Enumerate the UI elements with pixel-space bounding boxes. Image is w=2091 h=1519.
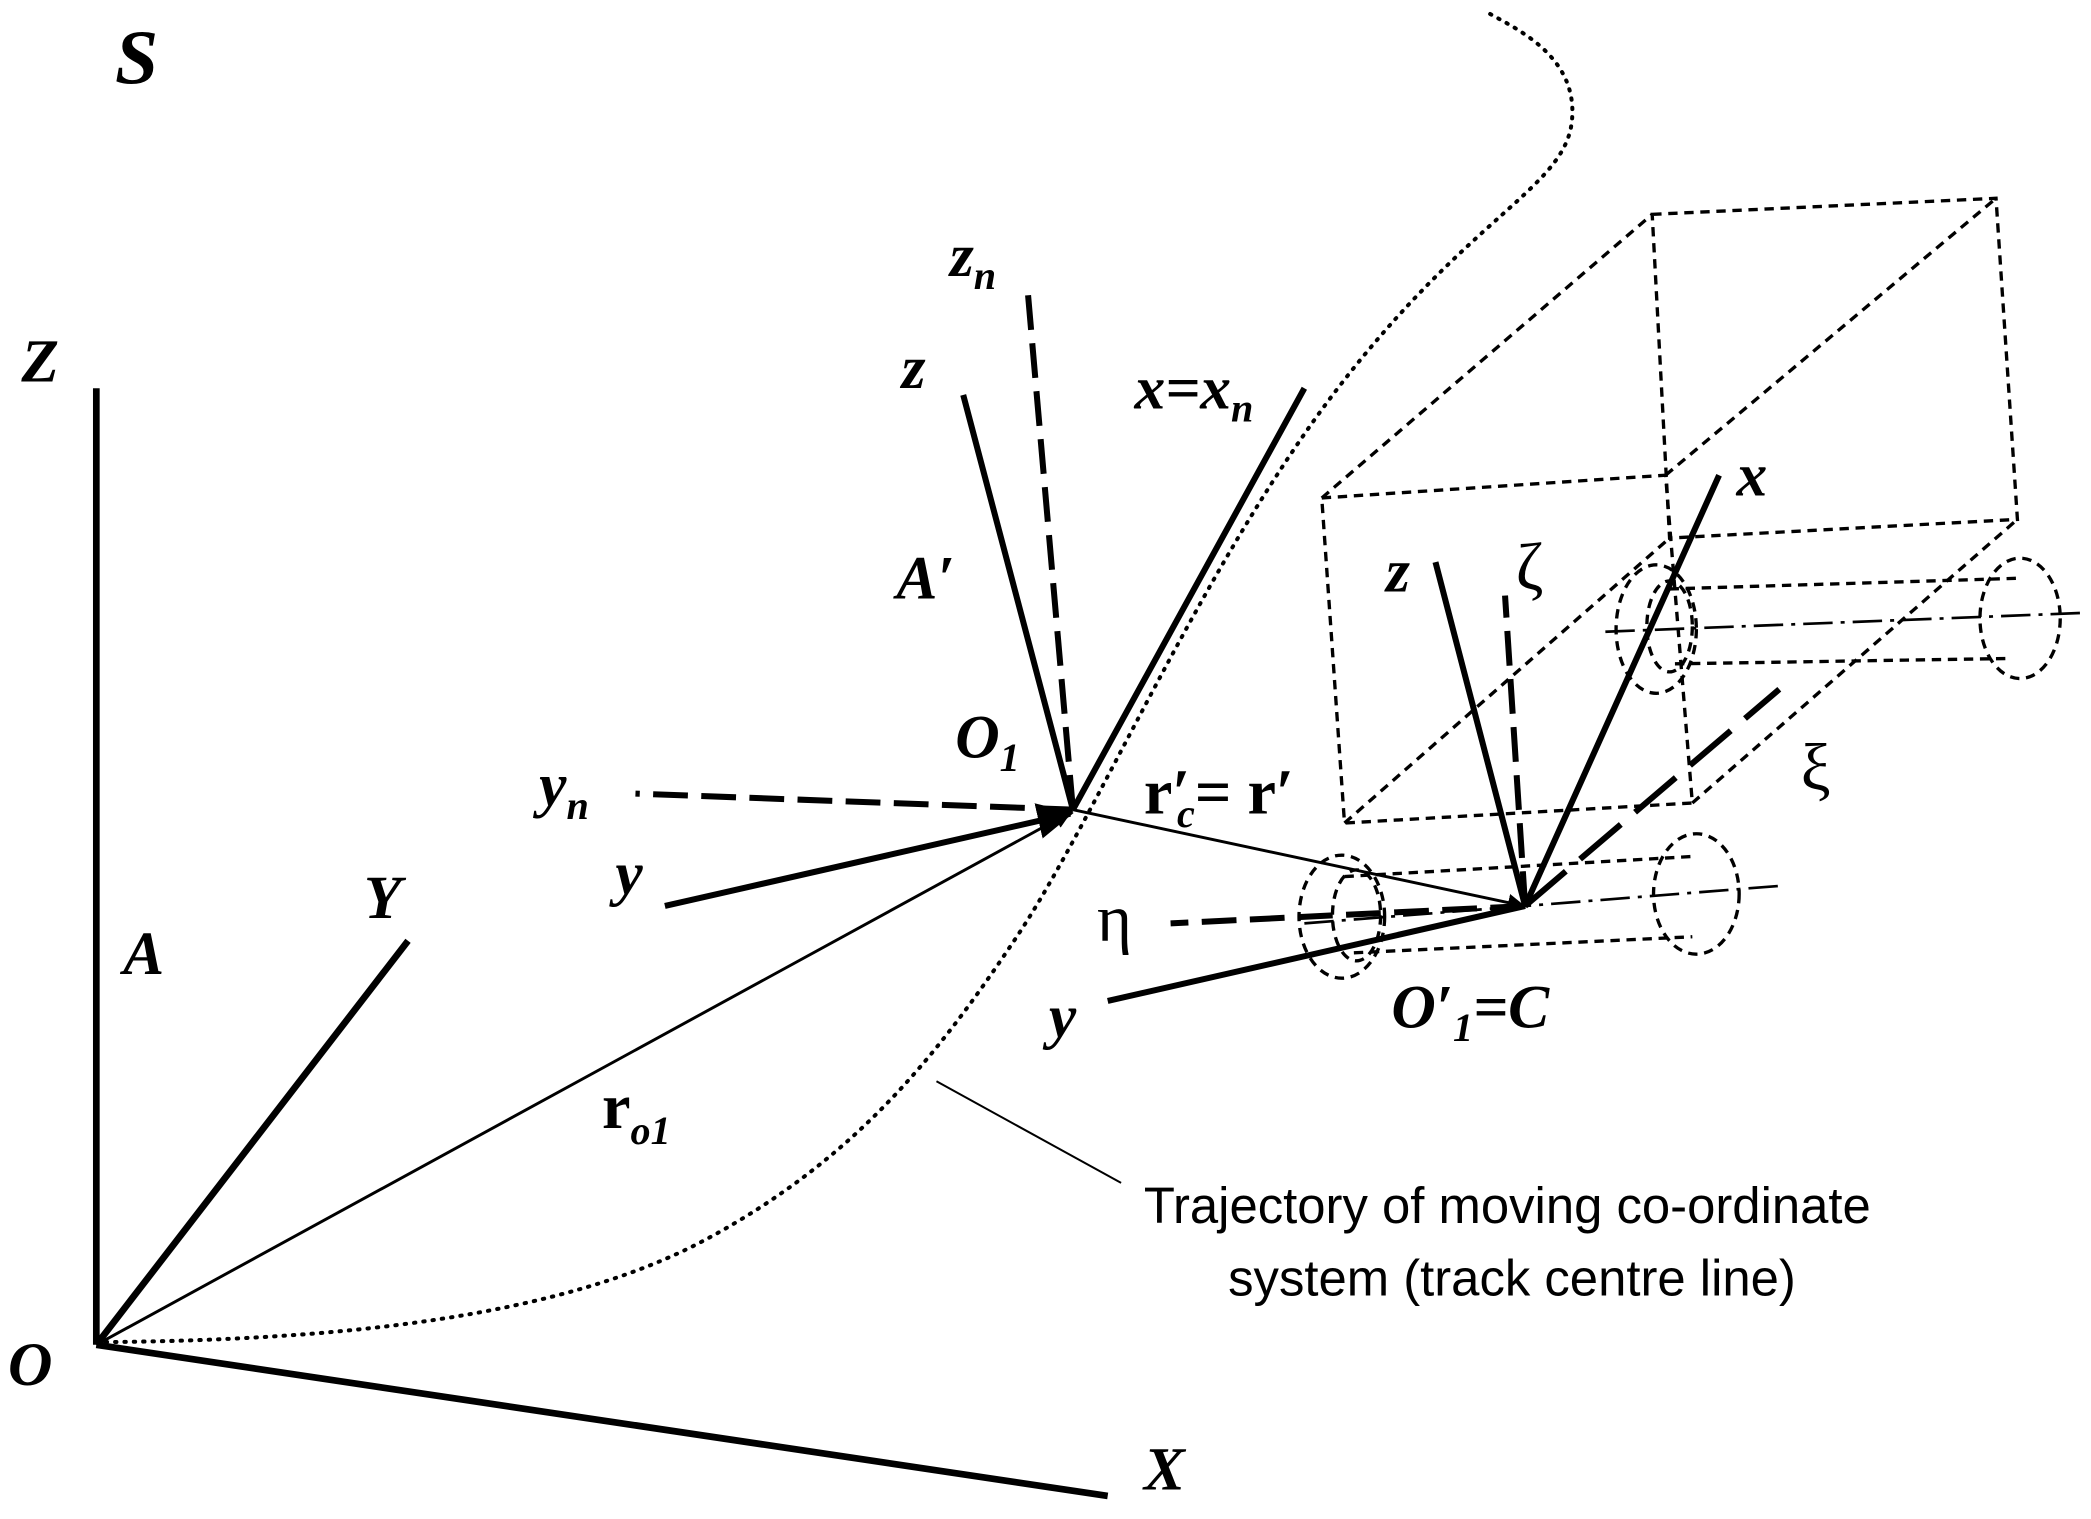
axle-edge — [1674, 656, 2007, 666]
wheel — [1978, 556, 2062, 681]
vector-r-o1-label: ro1 — [602, 1071, 671, 1153]
o1-yn-axis — [635, 790, 1074, 813]
c-x-label: x — [1735, 441, 1767, 509]
vehicle-edge — [1343, 536, 1671, 825]
vector-r-c-label: r′c= r′ — [1144, 757, 1294, 836]
global-origin-label: O — [8, 1331, 52, 1399]
global-x-axis — [95, 1341, 1109, 1500]
c-x-axis — [1522, 473, 1722, 908]
o1-origin-label: O1 — [955, 703, 1020, 779]
vector-r-o1 — [95, 811, 1072, 1347]
o1-z-axis — [960, 394, 1076, 811]
vehicle-edge — [1664, 197, 1998, 477]
c-y-axis — [1107, 903, 1526, 1004]
o1-y-label: y — [608, 840, 643, 908]
o1-x-axis — [1070, 386, 1308, 812]
trajectory-leader-line — [935, 1080, 1122, 1184]
c-xi-axis — [1523, 686, 1782, 909]
c-eta-label: η — [1097, 882, 1132, 956]
global-z-label: Z — [20, 328, 59, 396]
c-y-label: y — [1042, 983, 1077, 1051]
axle-edge — [1669, 576, 2021, 591]
global-y-axis — [93, 938, 411, 1347]
c-z-label: z — [1384, 538, 1410, 606]
axle-centre-line — [1605, 611, 2081, 634]
vehicle-rear-face — [1650, 196, 2020, 540]
trajectory-note-line1: Trajectory of moving co-ordinate — [1144, 1177, 1871, 1234]
o1-y-axis — [664, 803, 1074, 909]
c-xi-label: ξ — [1801, 731, 1831, 805]
wheel — [1651, 832, 1741, 956]
vehicle-edge — [1320, 213, 1654, 500]
global-y-label: Y — [364, 864, 407, 932]
wheel — [1614, 563, 1699, 695]
vehicle-body — [1319, 196, 2020, 825]
vehicle-front-face — [1319, 473, 1695, 825]
o1-zn-label: zn — [948, 222, 996, 298]
axle-edge — [1353, 935, 1693, 955]
global-x-label: X — [1142, 1435, 1187, 1503]
o1-frame-label: A′ — [892, 544, 954, 612]
o1-x-label: x=xn — [1133, 354, 1253, 430]
o1-yn-label: yn — [532, 752, 589, 828]
front-wheelset — [1297, 832, 1780, 980]
trajectory-curve — [94, 8, 1575, 1345]
c-zeta-axis — [1502, 595, 1529, 907]
vector-r-c — [1072, 808, 1526, 912]
axle-centre-line — [1304, 884, 1780, 925]
o1-z-label: z — [900, 334, 926, 402]
c-z-axis — [1432, 561, 1529, 907]
axle-edge — [1344, 854, 1693, 879]
c-eta-axis — [1170, 902, 1526, 927]
o1-zn-axis — [1024, 287, 1076, 810]
global-frame-label: A — [119, 920, 164, 988]
c-origin-label: O′1=C — [1391, 974, 1550, 1050]
trajectory-note-line2: system (track centre line) — [1228, 1249, 1796, 1306]
figure-label-s: S — [115, 14, 158, 100]
c-zeta-label: ζ — [1516, 530, 1544, 604]
rear-wheelset — [1605, 556, 2081, 695]
